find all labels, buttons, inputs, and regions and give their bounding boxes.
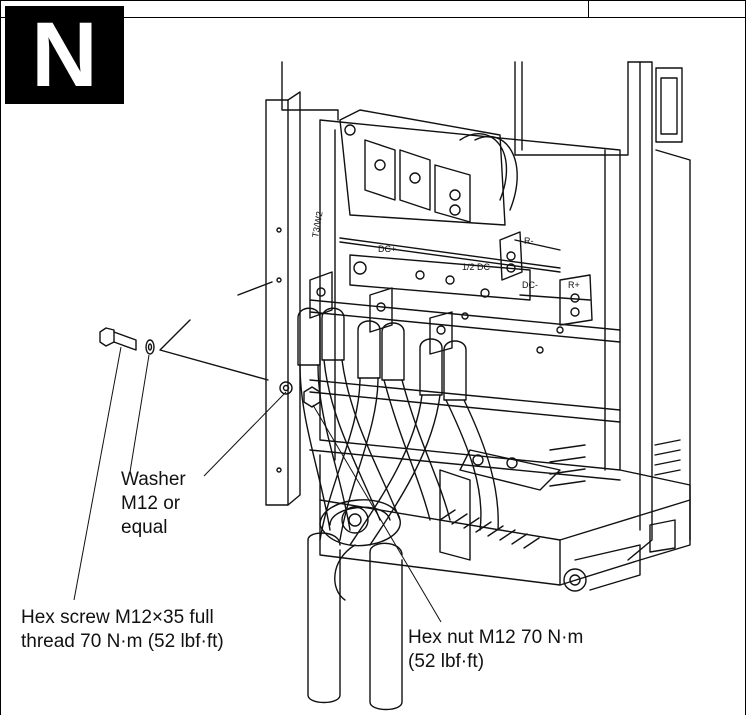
hex-screw — [99, 327, 115, 347]
r-minus-marking: R- — [524, 236, 534, 246]
cable-lug-3 — [429, 311, 453, 355]
screw-label-line: Hex screw M12×35 full — [21, 607, 214, 628]
drive-module-drawing — [99, 61, 691, 711]
dc-half-marking: 1/2 DC — [462, 262, 491, 272]
washer-label-line: M12 or — [121, 493, 181, 514]
washer-callout: Washer M12 or equal — [121, 468, 186, 540]
hex-screw-callout: Hex screw M12×35 full thread 70 N·m (52 … — [21, 606, 224, 654]
nut-label-line: (52 lbf·ft) — [408, 651, 485, 672]
panel-markings: DC+ 1/2 DC DC- R- R+ T3/W2 — [310, 210, 580, 290]
upper-busbar-block — [339, 109, 506, 226]
washer-leader-1 — [129, 354, 150, 473]
hex-nut-callout: Hex nut M12 70 N·m (52 lbf·ft) — [408, 626, 583, 674]
washer — [145, 339, 155, 355]
dc-plus-marking: DC+ — [378, 244, 396, 254]
washer-label-line: Washer — [121, 469, 186, 490]
r-plus-lug — [559, 274, 593, 326]
cabinet-top-right-body — [514, 61, 629, 156]
callout-leaders — [73, 346, 442, 623]
cable-lug-2 — [369, 287, 393, 333]
cable-lug-1 — [309, 271, 333, 319]
cable-1 — [299, 364, 331, 531]
nut-label-line: Hex nut M12 70 N·m — [408, 627, 584, 648]
dc-minus-marking: DC- — [522, 280, 538, 290]
cabinet-top-left-edge — [281, 61, 339, 121]
screw-label-line: thread 70 N·m (52 lbf·ft) — [21, 631, 224, 652]
step-letter-badge: N — [5, 6, 124, 104]
washer-label-line: equal — [121, 517, 168, 538]
r-plus-marking: R+ — [568, 280, 580, 290]
dc-busbar — [349, 254, 531, 301]
nut-leader — [312, 404, 442, 623]
r-minus-lug — [499, 231, 523, 281]
left-support-bracket — [265, 99, 289, 506]
terminal-marking: T3/W2 — [310, 210, 324, 238]
screw-leader — [73, 346, 122, 601]
washer-leader-2 — [203, 391, 287, 477]
hex-nut — [303, 386, 321, 408]
